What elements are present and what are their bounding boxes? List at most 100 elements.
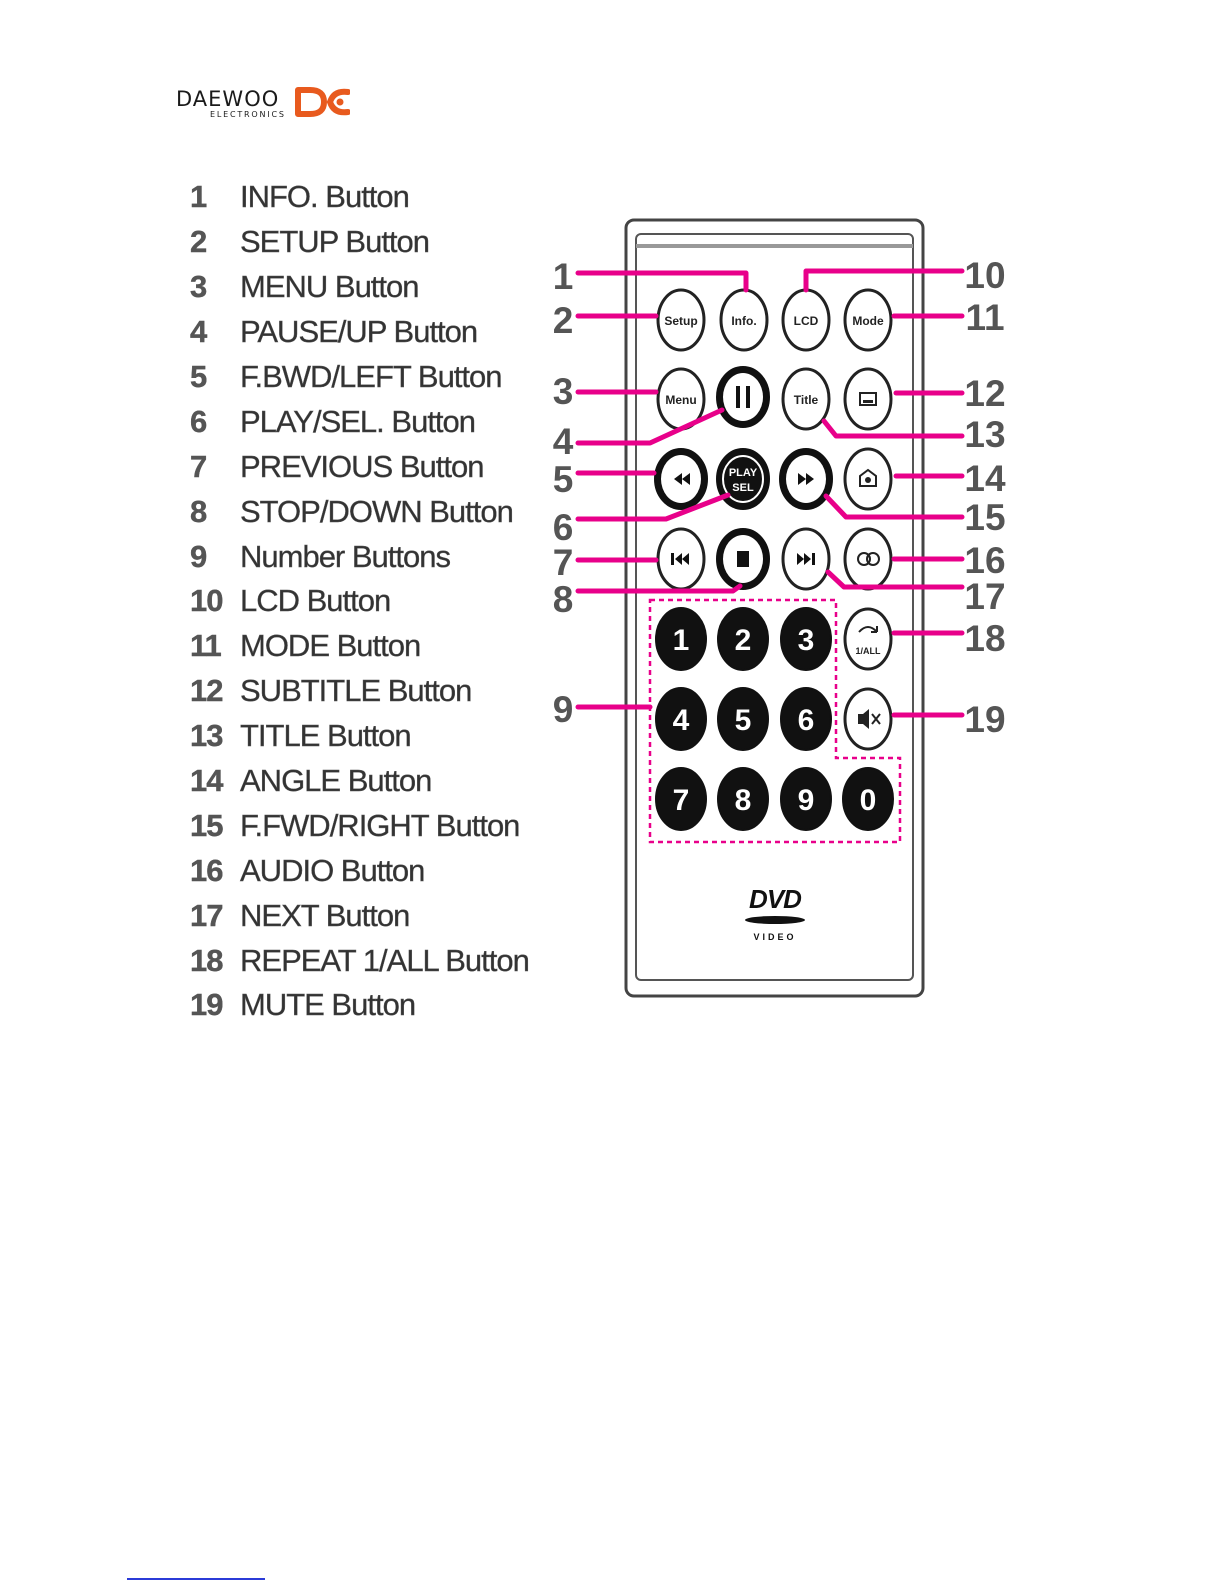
number-button-9-shape (780, 767, 832, 831)
mode-button: Mode (843, 288, 893, 352)
lcd-button: LCD (781, 288, 831, 352)
mode-button-label: Mode (852, 314, 884, 328)
callout-label-1: 1 (553, 256, 574, 297)
number-label-3: 3 (798, 624, 815, 657)
number-button-6-shape (780, 687, 832, 751)
legend-number: 9 (190, 538, 208, 574)
callout-label-13: 13 (964, 414, 1005, 455)
pause-up-inner (723, 373, 763, 421)
number-button-6: 6 (780, 687, 832, 751)
number-button-8-shape (717, 767, 769, 831)
callout-label-3: 3 (553, 371, 574, 412)
repeat-icon (858, 626, 878, 633)
callout-line-10 (803, 268, 965, 293)
callout-label-4: 4 (553, 421, 574, 462)
callout-line-6 (575, 492, 731, 522)
video-logo-text: VIDEO (753, 932, 796, 942)
number-label-7: 7 (673, 784, 690, 817)
number-button-4: 4 (655, 687, 707, 751)
next-button (781, 527, 831, 591)
callout-label-5: 5 (553, 459, 574, 500)
lcd-button-label: LCD (794, 314, 819, 328)
callout-line-15 (823, 493, 965, 520)
callout-line-13 (821, 418, 965, 439)
stop-icon (737, 551, 749, 567)
legend-number: 17 (190, 897, 224, 933)
info-button: Info. (719, 288, 769, 352)
legend-number: 7 (190, 448, 208, 484)
callout-label-18: 18 (964, 618, 1005, 659)
number-buttons-box (648, 598, 902, 844)
callout-line-17 (825, 569, 965, 590)
legend-number: 5 (190, 359, 208, 394)
number-button-1: 1 (655, 607, 707, 671)
play-label: PLAY (729, 467, 758, 479)
number-button-2: 2 (717, 607, 769, 671)
fbwd-left-button (654, 448, 708, 510)
number-button-4-shape (655, 687, 707, 751)
mute-button (843, 687, 893, 751)
callout-line-4 (575, 407, 725, 446)
legend-number: 11 (190, 628, 222, 664)
callout-label-6: 6 (553, 507, 574, 548)
legend-label: STOP/DOWN Button (240, 493, 514, 529)
legend-number: 18 (190, 942, 224, 978)
camera-lens-icon (865, 477, 871, 483)
pause-bar-right-icon (746, 386, 750, 408)
number-label-4: 4 (673, 704, 690, 737)
number-label-1: 1 (673, 624, 690, 657)
callout-label-2: 2 (553, 300, 574, 341)
audio-icon-right (866, 552, 880, 566)
callout-label-17: 17 (964, 576, 1005, 617)
footer-link-underline[interactable] (127, 1578, 265, 1580)
next-bar-icon (812, 553, 815, 565)
title-button-shape (781, 367, 831, 431)
subtitle-icon-bar (863, 400, 873, 403)
callout-label-9: 9 (553, 689, 574, 730)
number-label-5: 5 (735, 704, 752, 737)
number-button-7: 7 (655, 767, 707, 831)
callout-line-8 (575, 583, 743, 594)
number-button-1-shape (655, 607, 707, 671)
audio-icon-left (857, 552, 871, 566)
play-sel-button-shape (716, 448, 770, 510)
legend-number: 2 (190, 224, 208, 260)
callout-label-16: 16 (964, 540, 1005, 581)
callout-label-8: 8 (553, 579, 574, 620)
camera-icon (859, 468, 877, 487)
legend-label: ANGLE Button (240, 763, 433, 799)
number-button-2-shape (717, 607, 769, 671)
legend-label: TITLE Button (240, 718, 412, 754)
legend-label: NEXT Button (240, 897, 411, 933)
legend-label: PLAY/SEL. Button (240, 403, 476, 439)
legend-number: 1 (190, 179, 208, 215)
number-label-6: 6 (798, 704, 815, 737)
next-icon (797, 553, 811, 565)
legend-label: Number Buttons (240, 538, 451, 574)
subtitle-button-shape (843, 367, 893, 431)
legend-label: REPEAT 1/ALL Button (240, 942, 530, 978)
previous-button (656, 527, 706, 591)
legend-item: 18 REPEAT 1/ALL Button (190, 938, 530, 983)
pause-bar-left-icon (736, 386, 740, 408)
audio-button (843, 527, 893, 591)
legend-label: SUBTITLE Button (240, 673, 473, 709)
daewoo-mark-icon (295, 87, 350, 117)
number-button-0: 0 (842, 767, 894, 831)
legend-label: PAUSE/UP Button (240, 314, 479, 350)
setup-button-shape (656, 288, 706, 352)
